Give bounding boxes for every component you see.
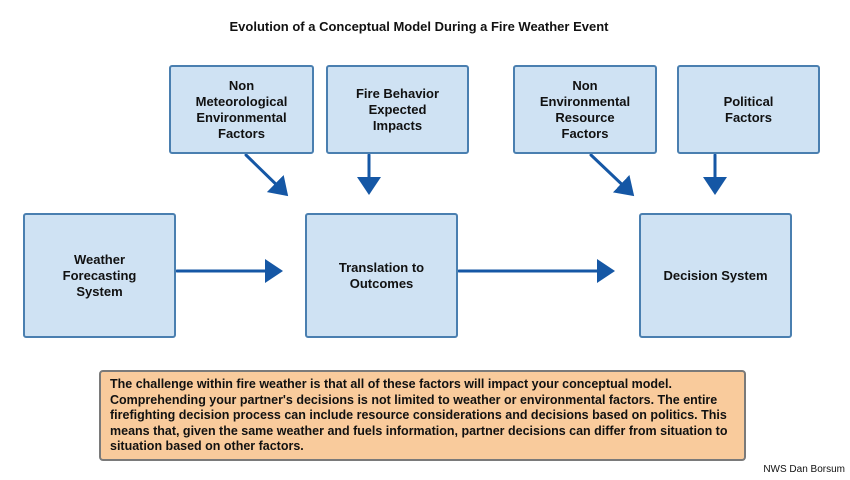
box-weather-forecasting-system: Weather Forecasting System [23, 213, 176, 338]
box-fire-behavior-impacts: Fire Behavior Expected Impacts [326, 65, 469, 154]
box-non-environmental-label: Non Environmental Resource Factors [539, 77, 631, 141]
explanation-note: The challenge within fire weather is tha… [99, 370, 746, 461]
box-political-label: Political Factors [723, 93, 774, 125]
box-non-meteorological-factors: Non Meteorological Environmental Factors [169, 65, 314, 154]
diagram-title: Evolution of a Conceptual Model During a… [229, 19, 609, 34]
box-translation-label: Translation to Outcomes [338, 259, 425, 291]
arrow-nonmet-to-translation [244, 153, 289, 197]
box-weather-forecasting-label: Weather Forecasting System [62, 251, 137, 299]
box-decision-system: Decision System [639, 213, 792, 338]
box-non-environmental-factors: Non Environmental Resource Factors [513, 65, 657, 154]
box-political-factors: Political Factors [677, 65, 820, 154]
box-non-meteorological-label: Non Meteorological Environmental Factors [195, 77, 288, 141]
box-decision-label: Decision System [663, 267, 768, 283]
credit-text: NWS Dan Borsum [763, 464, 845, 475]
box-translation-to-outcomes: Translation to Outcomes [305, 213, 458, 338]
arrow-nonenv-to-decision [589, 153, 635, 197]
box-fire-behavior-label: Fire Behavior Expected Impacts [355, 85, 440, 133]
